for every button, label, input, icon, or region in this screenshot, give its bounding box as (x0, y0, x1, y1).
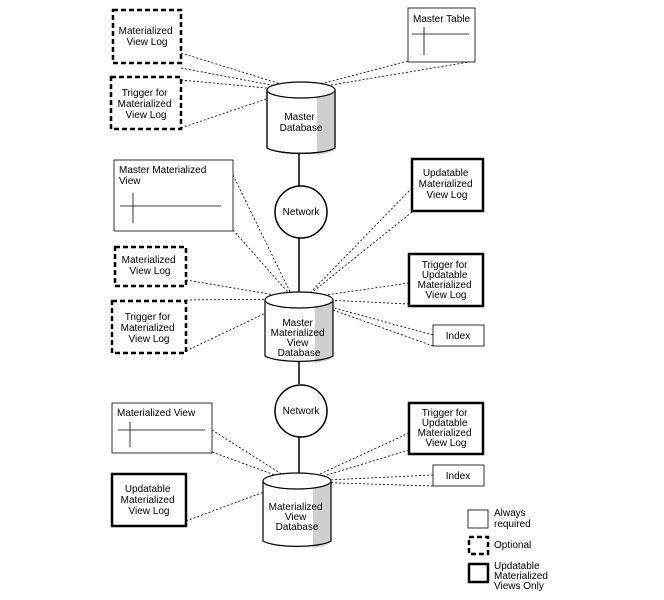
label-line: Updatable (422, 418, 468, 429)
label-line: Materialized (419, 179, 473, 190)
svg-text:Materialized View Log: Materialized View Log (122, 255, 179, 277)
svg-text:Master Database: Master Database (280, 112, 323, 134)
label-line: Trigger for (422, 408, 468, 419)
label-line: Trigger for (125, 312, 171, 323)
label-line: Updatable (494, 561, 540, 572)
label-line: Updatable (423, 168, 469, 179)
label-line: Views Only (494, 581, 544, 592)
label-line: Master Materialized (119, 165, 206, 176)
label-line: required (494, 519, 531, 530)
box-trigger-materialized-view-log-top: Trigger for Materialized View Log (109, 75, 183, 131)
box-trigger-updatable-bot: Trigger for Updatable Materialized View … (407, 401, 485, 456)
label-line: View Log (426, 438, 467, 449)
label-line: View Log (127, 37, 168, 48)
legend: Always required Optional Updatable Mater… (467, 508, 551, 592)
box-trigger-materialized-view-log-mid: Trigger for Materialized View Log (110, 299, 188, 355)
label-line: Trigger for (422, 260, 468, 271)
master-db-label-1: Master (284, 112, 315, 123)
svg-text:Updatable Materialized: Updatable Materialized View Log (419, 168, 476, 201)
master-materialized-view-database: Master Materialized View Database (264, 291, 334, 363)
svg-text:Master Materialized View: Master Materialized View (119, 165, 209, 187)
label-line: Materialized (494, 571, 548, 582)
box-updatable-materialized-view-log-mid: Updatable Materialized View Log (410, 157, 485, 213)
label-line: View Log (426, 290, 467, 301)
network-upper: Network (274, 185, 328, 239)
label-line: Updatable (422, 270, 468, 281)
network-upper-label: Network (283, 207, 321, 218)
materialized-view-database: Materialized View Database (262, 472, 332, 548)
legend-always-required: Always required (467, 508, 531, 530)
mmv-db-label-2: Materialized (271, 328, 325, 339)
network-lower-label: Network (283, 406, 321, 417)
box-index-bot: Index (432, 464, 485, 487)
svg-text:Materialized View Log: Materialized View Log (119, 26, 176, 48)
mv-db-label-1: Materialized (269, 502, 323, 513)
label-line: Materialized (418, 280, 472, 291)
box-master-materialized-view: Master Materialized View (113, 159, 234, 232)
index-bot-label: Index (446, 471, 470, 482)
svg-text:Trigger for Materialized: Trigger for Materialized View Log (121, 312, 178, 345)
label-line: Materialized (118, 99, 172, 110)
svg-text:Trigger for Updatable: Trigger for Updatable Materialized View … (418, 260, 475, 301)
box-index-mid: Index (432, 324, 485, 347)
mv-db-label-3: Database (276, 522, 319, 533)
master-table-label: Master Table (413, 14, 471, 25)
label-line: View Log (126, 110, 167, 121)
box-materialized-view-log-mid: Materialized View Log (113, 245, 188, 288)
legend-optional-label: Optional (494, 540, 531, 551)
box-trigger-updatable-mid: Trigger for Updatable Materialized View … (407, 252, 485, 308)
network-lower: Network (274, 384, 328, 438)
mmv-db-label-4: Database (278, 348, 321, 359)
svg-text:Trigger for Materialized: Trigger for Materialized View Log (118, 88, 175, 121)
master-database: Master Database (266, 81, 336, 155)
label-line: View Log (129, 506, 170, 517)
label-line: View Log (427, 190, 468, 201)
box-updatable-materialized-view-log-bot: Updatable Materialized View Log (110, 472, 188, 528)
label-line: View Log (130, 266, 171, 277)
box-materialized-view-log-top: Materialized View Log (111, 8, 183, 65)
svg-text:Updatable Materialized: Updatable Materialized Views Only (494, 561, 551, 592)
label-line: View (119, 176, 141, 187)
svg-text:Materialized View: Materialized View Database (269, 502, 326, 533)
legend-optional: Optional (467, 535, 531, 556)
label-line: Materialized (119, 26, 173, 37)
legend-updatable-only: Updatable Materialized Views Only (467, 561, 551, 592)
label-line: Materialized (418, 428, 472, 439)
label-line: Updatable (125, 484, 171, 495)
master-db-label-2: Database (280, 123, 323, 134)
svg-text:Trigger for Updatable: Trigger for Updatable Materialized View … (418, 408, 475, 449)
label-line: Trigger for (122, 88, 168, 99)
label-line: Materialized (122, 255, 176, 266)
box-master-table: Master Table (407, 7, 476, 63)
svg-text:Master Materialized: Master Materialized View Database (271, 318, 328, 359)
label-line: Materialized (121, 495, 175, 506)
svg-text:Always required: Always required (494, 508, 531, 530)
mmv-db-label-3: View (287, 338, 309, 349)
label-line: Always (494, 508, 526, 519)
label-line: Materialized (121, 323, 175, 334)
materialized-view-label: Materialized View (117, 408, 196, 419)
box-materialized-view: Materialized View (111, 402, 213, 454)
mv-db-label-2: View (285, 512, 307, 523)
mmv-db-label-1: Master (282, 318, 313, 329)
index-mid-label: Index (446, 331, 470, 342)
svg-text:Updatable Materialized: Updatable Materialized View Log (121, 484, 178, 517)
label-line: View Log (129, 334, 170, 345)
